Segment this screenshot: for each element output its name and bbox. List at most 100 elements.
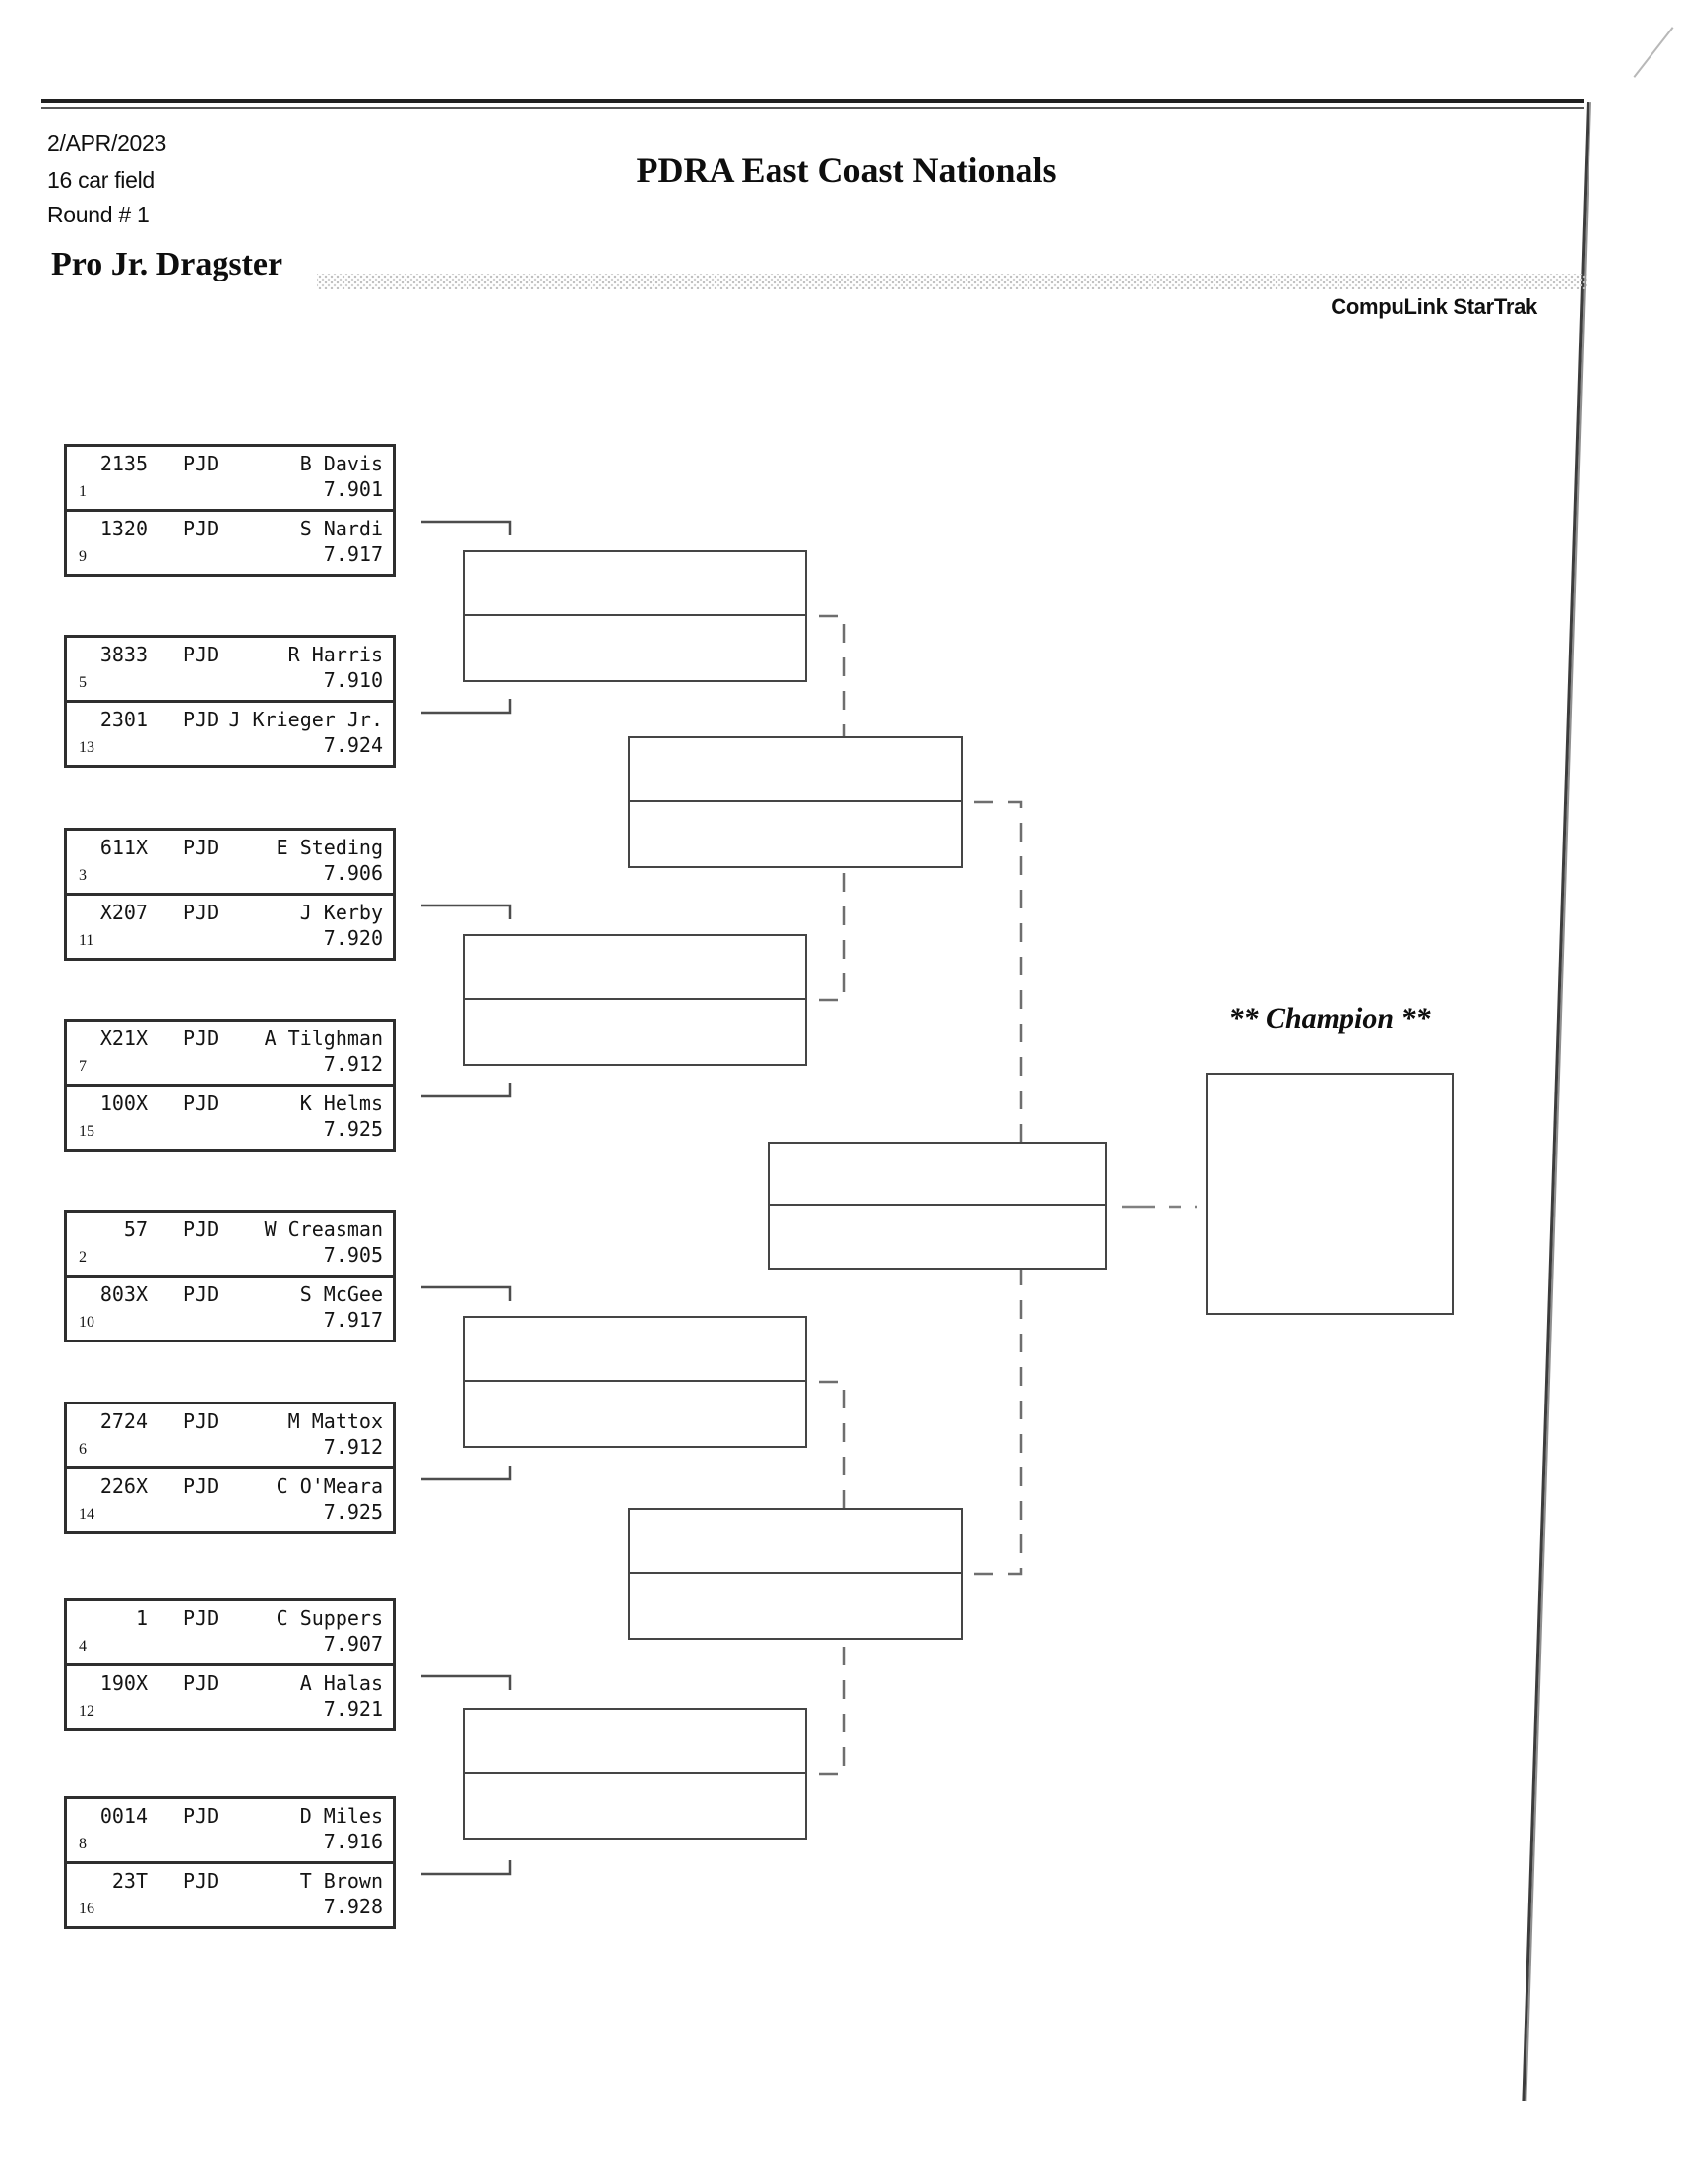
round2-box-3 [463,1316,807,1448]
round2-box-4 [463,1708,807,1840]
driver-name: A Halas [299,1671,383,1695]
class-code: PJD [183,517,219,540]
hatch-divider-band [317,274,1587,289]
top-double-rule [41,99,1584,109]
driver-name: T Brown [299,1869,383,1893]
car-number: 2724 [99,1409,148,1433]
class-code: PJD [183,1027,219,1050]
elapsed-time: 7.920 [323,926,383,950]
car-number: 2135 [99,452,148,475]
seed-number: 1 [79,483,87,500]
driver-name: J Krieger Jr. [228,708,383,731]
round2-box-divider [465,1318,805,1382]
driver-name: C Suppers [276,1606,383,1630]
round2-box-divider [465,1710,805,1774]
seed-number: 10 [79,1314,94,1331]
seed-number: 7 [79,1058,87,1075]
elapsed-time: 7.901 [323,477,383,501]
car-number: 3833 [99,643,148,666]
driver-name: S Nardi [299,517,383,540]
bracket-entry: 1 PJD C Suppers 4 7.907 [67,1601,393,1663]
car-number: 226X [99,1474,148,1498]
driver-name: D Miles [299,1804,383,1828]
final-box [768,1142,1107,1270]
car-number: 1 [135,1606,148,1630]
class-code: PJD [183,1474,219,1498]
bracket-entry: 226X PJD C O'Meara 14 7.925 [67,1466,393,1529]
semifinal-box-1 [628,736,963,868]
driver-name: K Helms [299,1092,383,1115]
driver-name: S McGee [299,1282,383,1306]
class-code: PJD [183,836,219,859]
seed-number: 12 [79,1703,94,1719]
driver-name: C O'Meara [276,1474,383,1498]
car-number: 803X [99,1282,148,1306]
bracket-entry: 190X PJD A Halas 12 7.921 [67,1663,393,1725]
car-number: X21X [99,1027,148,1050]
semifinal-box-divider [630,738,961,802]
elapsed-time: 7.917 [323,542,383,566]
class-code: PJD [183,901,219,924]
elapsed-time: 7.928 [323,1895,383,1918]
event-title: PDRA East Coast Nationals [636,151,1057,190]
driver-name: M Mattox [287,1409,383,1433]
class-code: PJD [183,643,219,666]
elapsed-time: 7.921 [323,1697,383,1720]
car-number: 100X [99,1092,148,1115]
round-number: Round # 1 [47,202,150,227]
car-number: X207 [99,901,148,924]
class-code: PJD [183,1409,219,1433]
class-code: PJD [183,1671,219,1695]
seed-number: 2 [79,1249,87,1266]
seed-number: 3 [79,867,87,884]
class-code: PJD [183,1217,219,1241]
class-code: PJD [183,1804,219,1828]
elapsed-time: 7.905 [323,1243,383,1267]
class-code: PJD [183,1869,219,1893]
final-box-divider [770,1144,1105,1206]
car-number: 190X [99,1671,148,1695]
seed-number: 4 [79,1638,87,1654]
field-size: 16 car field [47,167,155,193]
class-code: PJD [183,708,219,731]
elapsed-time: 7.912 [323,1435,383,1459]
elapsed-time: 7.906 [323,861,383,885]
car-number: 57 [123,1217,148,1241]
round2-box-2 [463,934,807,1066]
driver-name: E Steding [276,836,383,859]
event-date: 2/APR/2023 [47,130,167,156]
car-number: 0014 [99,1804,148,1828]
driver-name: A Tilghman [264,1027,383,1050]
elapsed-time: 7.907 [323,1632,383,1655]
elapsed-time: 7.925 [323,1500,383,1524]
class-code: PJD [183,1282,219,1306]
elapsed-time: 7.916 [323,1830,383,1853]
seed-number: 14 [79,1506,94,1523]
class-code: PJD [183,1606,219,1630]
seed-number: 13 [79,739,94,756]
timing-system-brand: CompuLink StarTrak [1331,294,1537,319]
elapsed-time: 7.910 [323,668,383,692]
seed-number: 6 [79,1441,87,1458]
seed-number: 11 [79,932,94,949]
bracket-entry: 2724 PJD M Mattox 6 7.912 [67,1404,393,1466]
seed-number: 5 [79,674,87,691]
semifinal-box-2 [628,1508,963,1640]
